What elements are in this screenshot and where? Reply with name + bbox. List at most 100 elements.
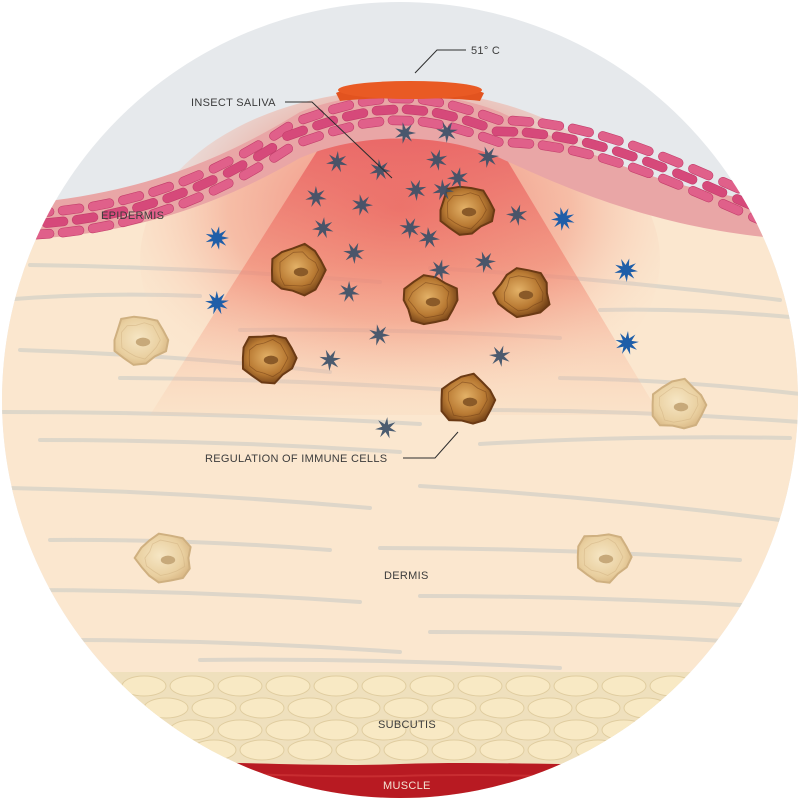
epidermis-cell — [567, 145, 594, 160]
spiky-star-icon — [338, 281, 360, 302]
epidermis-cell — [611, 146, 638, 162]
fat-cell — [575, 697, 621, 719]
epidermis-cell — [507, 115, 535, 127]
fat-cell — [265, 719, 311, 741]
activated-immune-cell — [439, 185, 496, 236]
fat-cell — [265, 675, 311, 697]
epidermis-cell — [627, 140, 654, 157]
fat-cell — [95, 739, 141, 761]
epidermis-cell — [567, 123, 594, 138]
spiky-star-icon — [368, 324, 390, 346]
epidermis-cell — [282, 125, 308, 141]
epidermis-cell — [238, 162, 264, 181]
dermis-fiber — [378, 546, 742, 562]
epidermis-cell — [447, 122, 474, 138]
epidermis-cell — [658, 173, 684, 190]
fat-cell — [505, 719, 551, 741]
epidermis-cell — [222, 160, 248, 178]
regulation-leader — [403, 431, 459, 459]
fat-cell — [479, 697, 525, 719]
spiky-star-icon — [343, 242, 365, 264]
spiky-star-icon — [369, 159, 391, 181]
insect-saliva-particles — [305, 122, 528, 439]
fat-cell — [335, 739, 381, 761]
fat-cell — [217, 719, 263, 741]
dermis-fiber — [18, 588, 362, 604]
epidermis-cell — [253, 142, 278, 162]
epidermis-cell — [672, 168, 698, 185]
immune-signal-particles — [205, 207, 639, 355]
fat-cell — [73, 719, 119, 741]
epidermis-cell — [521, 127, 549, 140]
epidermis-cell — [57, 203, 85, 216]
epidermis-cell — [148, 181, 174, 197]
spiky-star-icon — [436, 122, 458, 143]
epidermis-cell — [178, 192, 204, 209]
epidermis-cell — [118, 213, 145, 228]
epidermis-cell — [507, 137, 535, 149]
epidermis-cell — [208, 178, 234, 196]
fat-cell — [505, 675, 551, 697]
spiky-star-icon — [326, 151, 348, 173]
blue-star-icon — [205, 226, 229, 250]
epidermis-cell — [777, 202, 798, 218]
epidermis-cell — [298, 131, 324, 147]
spiky-star-icon — [432, 179, 454, 201]
fat-cell — [553, 675, 599, 697]
activated-immune-cell — [440, 372, 497, 425]
epidermis-cell — [597, 131, 624, 146]
epidermis-cell — [27, 228, 55, 240]
epidermis-cell — [491, 126, 519, 137]
epidermis-cell — [447, 100, 474, 116]
activated-immune-cell — [241, 334, 298, 385]
fat-cell — [575, 739, 621, 761]
fat-cell — [2, 697, 45, 719]
activated-immune-cells — [241, 185, 551, 425]
epidermis-cell — [328, 100, 355, 115]
epidermis-cell — [688, 186, 714, 203]
spiky-star-icon — [405, 179, 427, 201]
epidermis-cell — [357, 116, 385, 129]
fat-cell — [409, 719, 455, 741]
epidermis-cell — [387, 115, 415, 126]
epidermis-cell — [581, 137, 608, 152]
epidermis-cell — [101, 206, 129, 220]
epidermis-cell — [238, 140, 264, 159]
activated-immune-cell — [270, 242, 327, 297]
fat-cell — [527, 697, 573, 719]
epidermis-cell — [269, 143, 294, 163]
fat-cell — [601, 675, 647, 697]
fat-cell — [623, 739, 669, 761]
activated-immune-cell — [402, 274, 459, 326]
dermis-fiber — [418, 484, 782, 522]
fat-cell — [335, 697, 381, 719]
fat-cell — [25, 719, 71, 741]
fat-cell — [601, 719, 647, 741]
blue-star-icon — [615, 331, 639, 355]
epidermis-cell — [401, 104, 429, 116]
fat-cell — [431, 697, 477, 719]
spiky-star-icon — [418, 227, 440, 249]
epidermis-cell — [208, 156, 234, 174]
dermis-fiber — [8, 486, 372, 510]
fat-cell — [767, 739, 798, 761]
epidermis-cell — [371, 104, 399, 116]
resting-immune-cell — [113, 315, 170, 366]
epidermis-cell — [627, 162, 654, 179]
fat-cell — [143, 697, 189, 719]
fat-cell — [143, 739, 189, 761]
epidermis-cell — [477, 131, 504, 147]
epidermis-cell — [11, 218, 39, 230]
spiky-star-icon — [399, 217, 421, 239]
dermis-fiber — [198, 657, 562, 670]
temperature-label: 51° C — [471, 45, 500, 57]
spiky-star-icon — [395, 122, 416, 144]
fat-cell — [431, 739, 477, 761]
spiky-star-icon — [426, 149, 448, 171]
epidermis-cell — [718, 198, 744, 216]
dermis-fiber — [418, 594, 792, 610]
spiky-star-icon — [352, 194, 373, 216]
epidermis-layer — [2, 94, 798, 240]
regulation-label: REGULATION OF IMMUNE CELLS — [205, 453, 387, 465]
